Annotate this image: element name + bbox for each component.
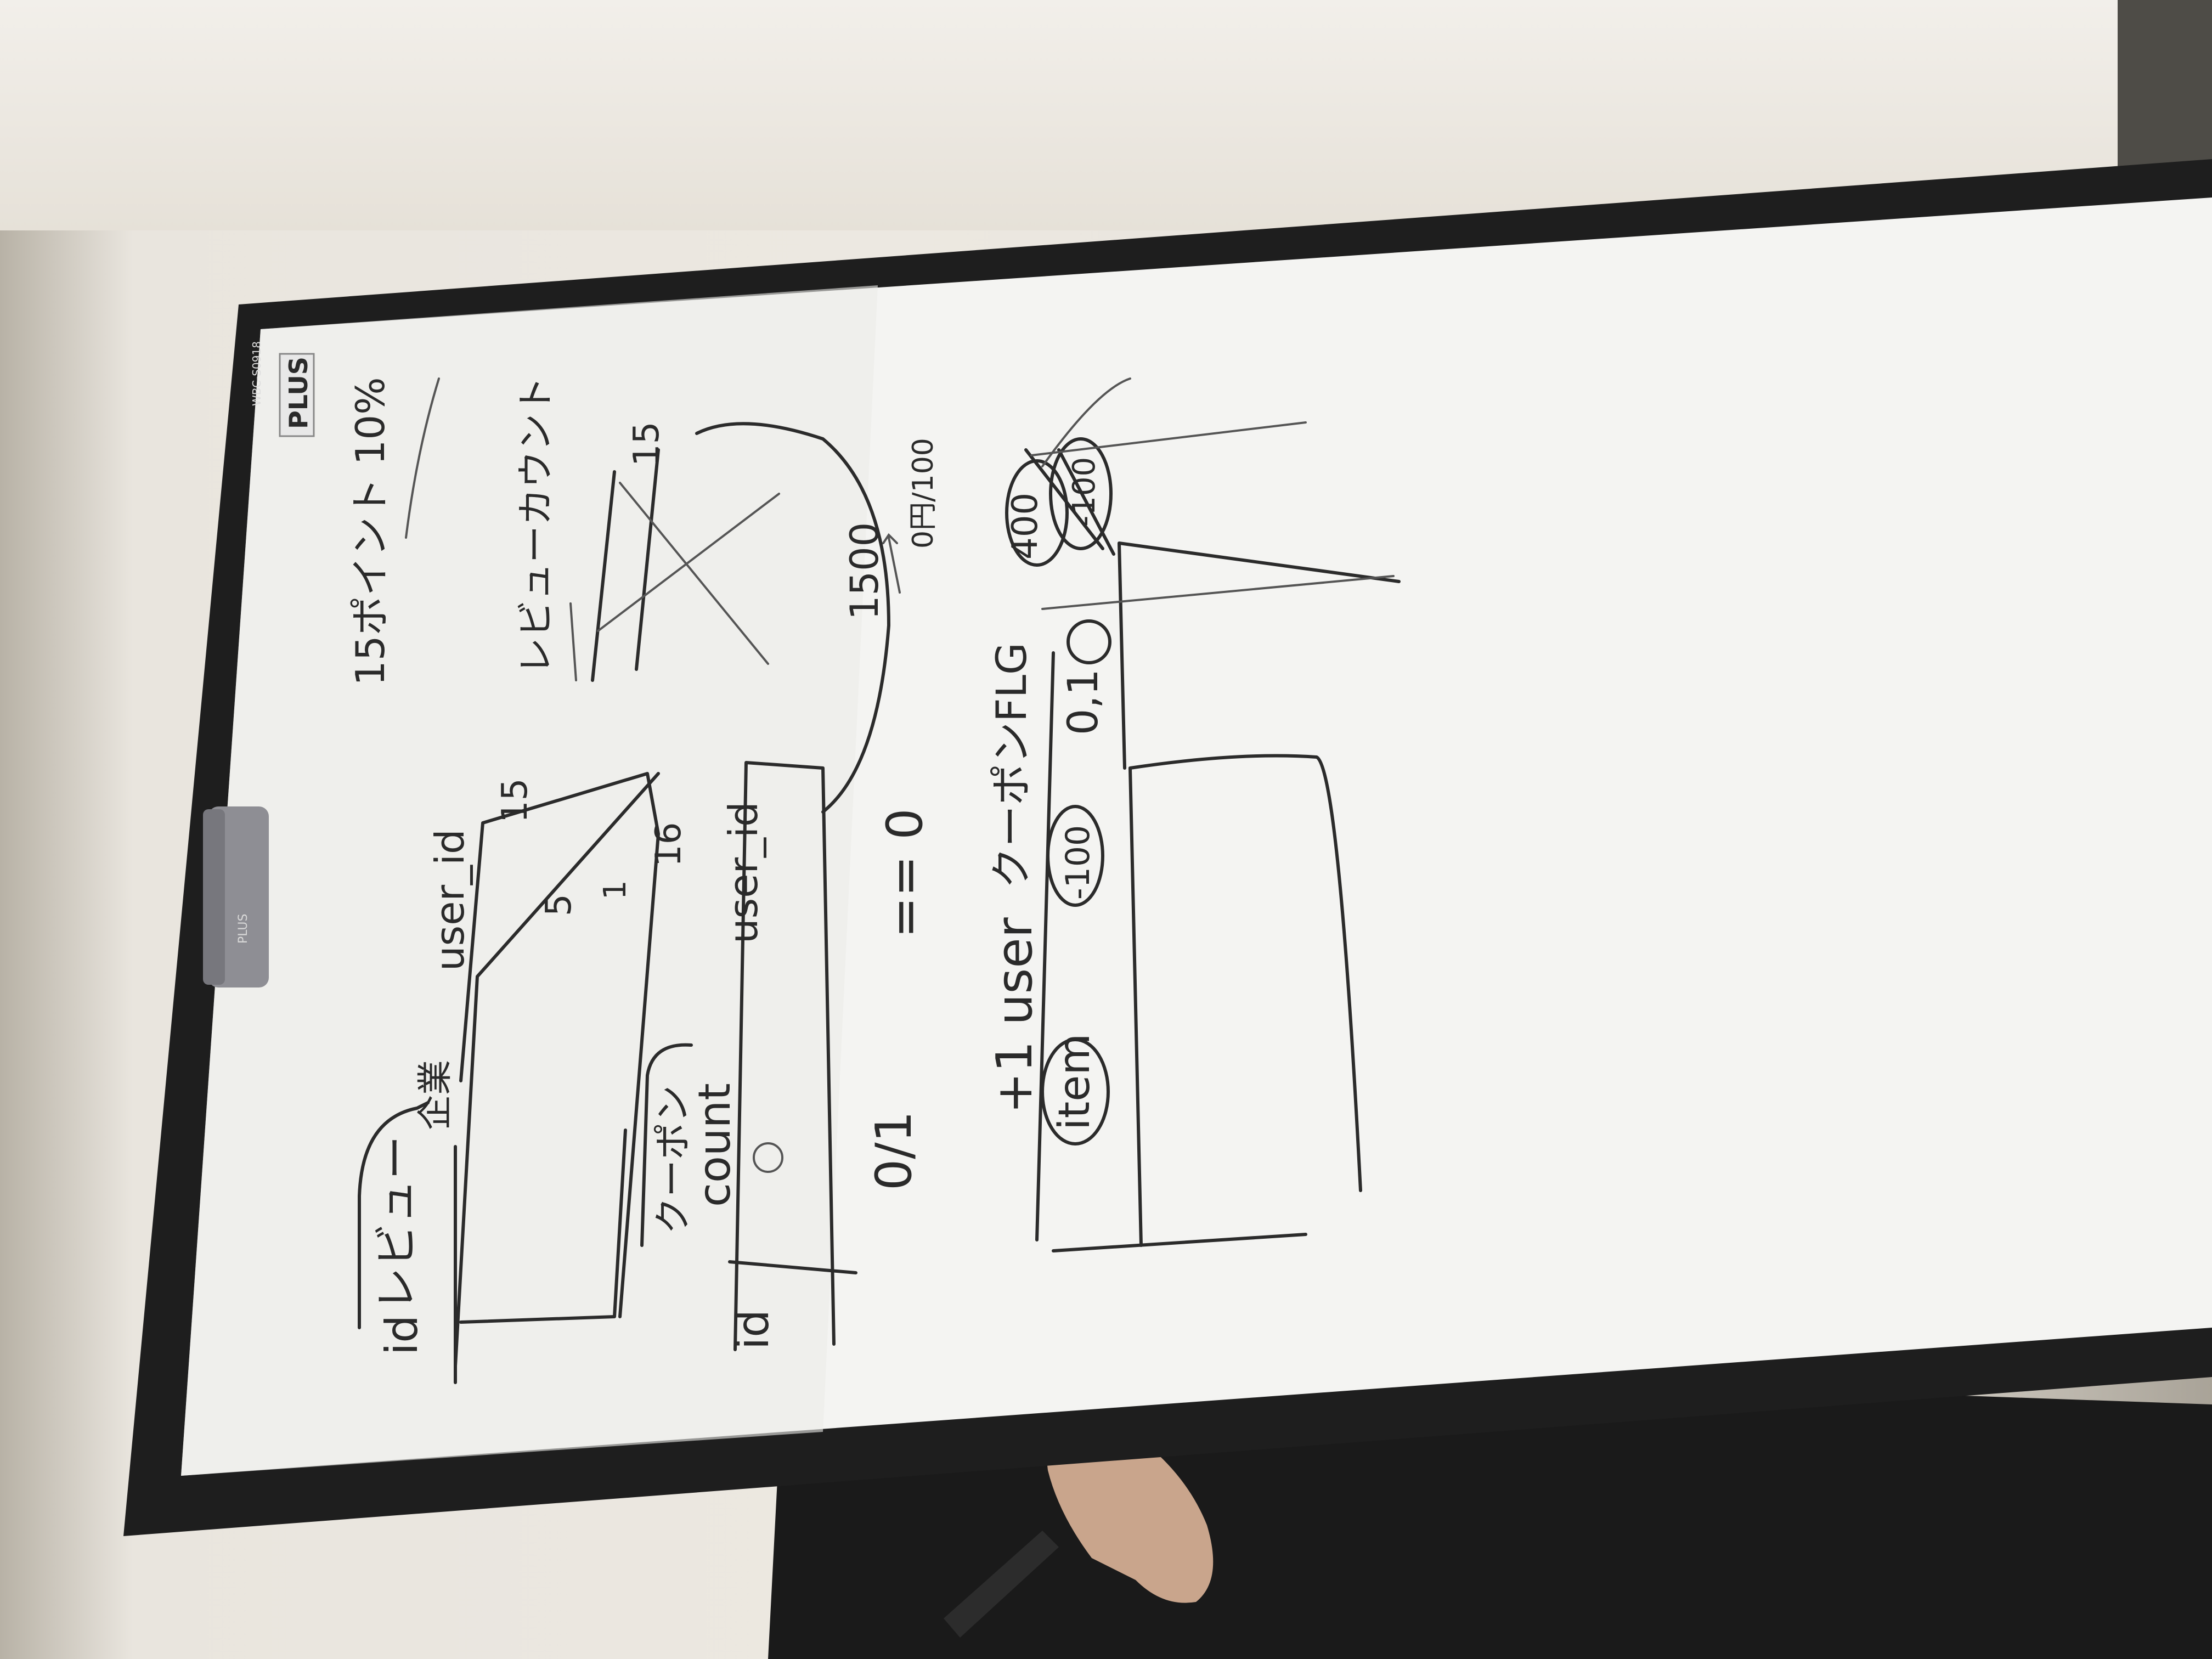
one-circle <box>1066 619 1111 664</box>
coupon-table-box <box>728 1260 857 1274</box>
minus100-left-circle <box>1046 805 1104 907</box>
review-table-box <box>459 772 660 1324</box>
connect-loop <box>695 422 890 814</box>
range-5: 5 <box>539 894 579 916</box>
range-1: 1 <box>597 880 633 900</box>
val-400: 400 <box>1005 493 1046 560</box>
user-id-top: user_id <box>427 829 473 971</box>
item-side-line <box>1118 541 1401 770</box>
coupon-box <box>640 1043 693 1247</box>
val-400-circle <box>1005 459 1069 567</box>
brand-label: PLUS <box>279 353 315 437</box>
strike-right <box>1024 448 1115 556</box>
eraser: PLUS <box>203 806 269 988</box>
id-top: id <box>376 1315 427 1355</box>
eraser-brand: PLUS <box>236 914 250 944</box>
left-stroke <box>569 602 577 681</box>
circle-mark <box>753 1142 783 1173</box>
num-16: 16 <box>648 822 689 867</box>
top-outer-line <box>454 772 660 1368</box>
cross-2 <box>619 482 769 665</box>
line-right-top <box>1030 421 1395 610</box>
minus-100-right: -100 <box>1066 457 1102 527</box>
coupon-label: クーポン <box>652 1085 695 1234</box>
model-text: WBC-S0918 <box>250 341 263 406</box>
points-underline <box>405 377 440 539</box>
review-count-line <box>591 470 616 682</box>
whiteboard-notes: id レビュー 企業 user_id 15 5 1 16 クーポン count … <box>347 376 1401 1384</box>
id-bottom: id <box>727 1310 778 1350</box>
marker-pen <box>944 1531 1059 1638</box>
arc-right <box>1041 377 1131 467</box>
zero-one: 0,1 <box>1058 669 1107 735</box>
range-0-100: 0円/100 <box>907 438 940 549</box>
range-15: 15 <box>495 778 535 823</box>
zero-or-one: 0/1 <box>865 1111 923 1190</box>
review-label: レビュー <box>371 1136 422 1311</box>
count-label: count <box>689 1083 740 1207</box>
points-15: 15ポイント 10% <box>347 377 393 686</box>
coupon-flag: クーポンFLG <box>987 642 1036 889</box>
item-label: item <box>1050 1034 1099 1130</box>
review-count: レビューカウント <box>515 376 558 675</box>
plus-one-user: +1 user <box>986 917 1043 1114</box>
coupon-table-line <box>733 761 836 1351</box>
company-label: 企業 <box>415 1060 456 1130</box>
num-15-right: 15 <box>627 422 667 466</box>
arrow-up-down <box>882 533 901 594</box>
minus100-right-circle <box>1049 437 1113 550</box>
equals-zero: == 0 <box>876 808 934 938</box>
item-circle <box>1041 1038 1110 1146</box>
minus-100-left: -100 <box>1059 825 1097 900</box>
item-box-right <box>1128 754 1362 1247</box>
review-count-line-2 <box>635 448 660 671</box>
review-box <box>358 1101 430 1329</box>
whiteboard-shading <box>181 285 878 1476</box>
model-label: WBC-S0918 <box>250 341 263 406</box>
brand-text: PLUS <box>284 357 313 429</box>
item-baseline <box>1052 1233 1307 1252</box>
cross-1 <box>597 493 780 632</box>
user-id-bottom: user_id <box>720 802 766 944</box>
item-line-vertical <box>1035 651 1055 1242</box>
